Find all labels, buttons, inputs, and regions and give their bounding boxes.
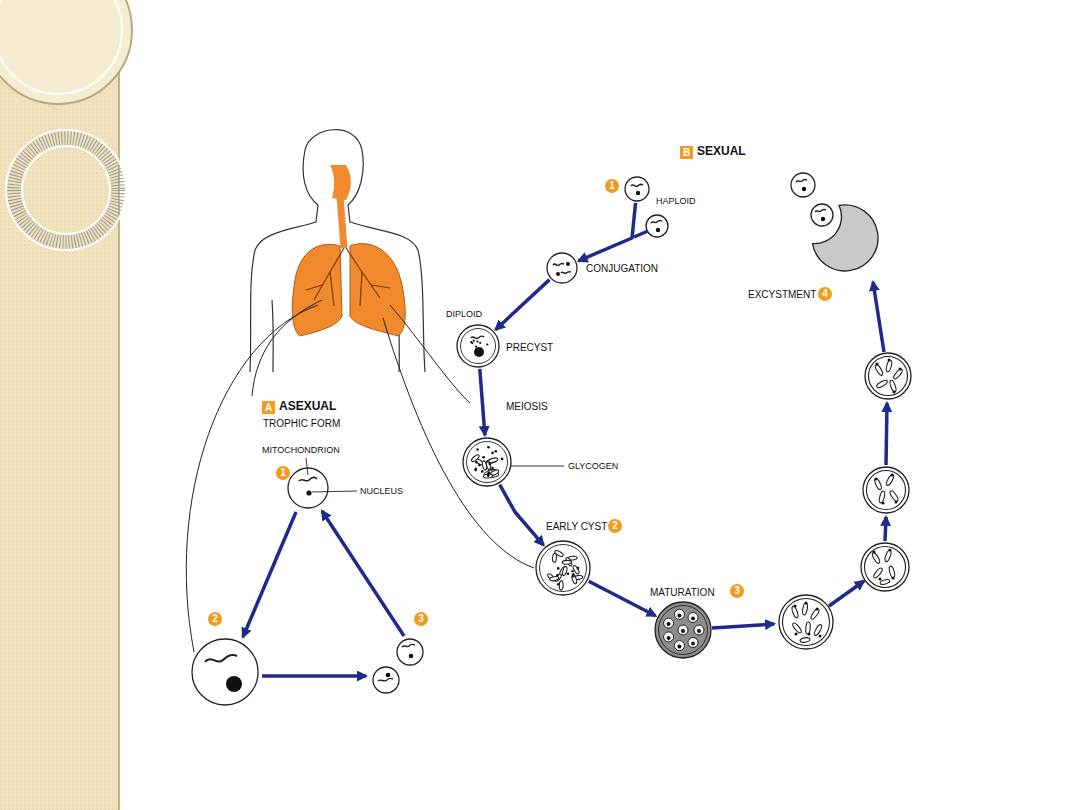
callout-number: 1	[276, 466, 290, 480]
cycle-arrow	[500, 485, 544, 546]
right-lung	[350, 244, 405, 336]
stage-label: GLYCOGEN	[568, 461, 618, 471]
stage-label: EARLY CYST	[546, 521, 607, 533]
cell-shape	[534, 539, 592, 597]
tag-letter: B	[680, 146, 693, 159]
stage-label: CONJUGATION	[586, 263, 658, 275]
callout-number: 2	[208, 612, 222, 626]
cell-node: EXCYSTMENT	[810, 203, 880, 273]
callout-number: 2	[608, 519, 622, 533]
tag-letter: A	[262, 401, 275, 414]
deco-ring	[22, 146, 110, 234]
cell-shape	[653, 600, 713, 660]
stage-label: DIPLOID	[446, 309, 482, 319]
stage-label: HAPLOID	[656, 196, 696, 206]
subtitle: TROPHIC FORM	[263, 418, 340, 430]
cell-shape	[810, 203, 880, 273]
cycle-arrow	[589, 581, 656, 616]
asexual-cells	[192, 468, 423, 705]
cyst-cell	[779, 353, 911, 649]
cell-node: DIPLOIDPRECYST	[455, 323, 501, 369]
bronchi	[306, 248, 390, 306]
cell-node: HAPLOID	[623, 175, 651, 203]
cell-shape	[461, 436, 513, 488]
human-figure	[250, 130, 425, 372]
stage-label: EXCYSTMENT	[748, 289, 816, 301]
cycle-arrow	[712, 282, 887, 628]
section-title: SEXUAL	[697, 145, 746, 159]
callout-number: 3	[414, 612, 428, 626]
part-label: MITOCHONDRION	[262, 445, 340, 455]
part-label: NUCLEUS	[360, 486, 403, 496]
side-panel	[0, 0, 118, 810]
cell-node: EARLY CYST	[534, 539, 592, 597]
panel-edge	[118, 0, 120, 810]
cell-shape	[455, 323, 501, 369]
deco-circle	[0, 0, 132, 104]
cyst-nuclei	[794, 359, 902, 638]
callout-number: 1	[605, 179, 619, 193]
cycle-arrow	[243, 511, 404, 676]
cell-node: MATURATION	[653, 600, 713, 660]
cycle-arrow	[579, 203, 636, 261]
deco-circle	[0, 0, 122, 94]
cycle-arrow	[480, 369, 485, 435]
edge-label: MEIOSIS	[504, 401, 550, 413]
trachea	[340, 196, 344, 248]
cell-node: GLYCOGEN	[461, 436, 513, 488]
leader-curve	[186, 300, 534, 652]
callout-number: 4	[818, 287, 832, 301]
stage-label: PRECYST	[506, 342, 553, 354]
section-title: ASEXUAL	[279, 400, 336, 414]
deco-ring	[6, 130, 126, 250]
stage-label: MATURATION	[650, 587, 715, 599]
cell-node: CONJUGATION	[545, 251, 579, 285]
callout-number: 3	[730, 584, 744, 598]
deco-ring	[14, 138, 118, 242]
nasal-cavity	[330, 165, 351, 200]
leader-line	[306, 458, 564, 492]
left-lung	[292, 244, 342, 336]
cycle-arrow	[496, 280, 550, 330]
haploid-cell	[634, 215, 668, 237]
released-cells	[791, 173, 833, 226]
cell-shape	[623, 175, 651, 203]
cell-shape	[545, 251, 579, 285]
